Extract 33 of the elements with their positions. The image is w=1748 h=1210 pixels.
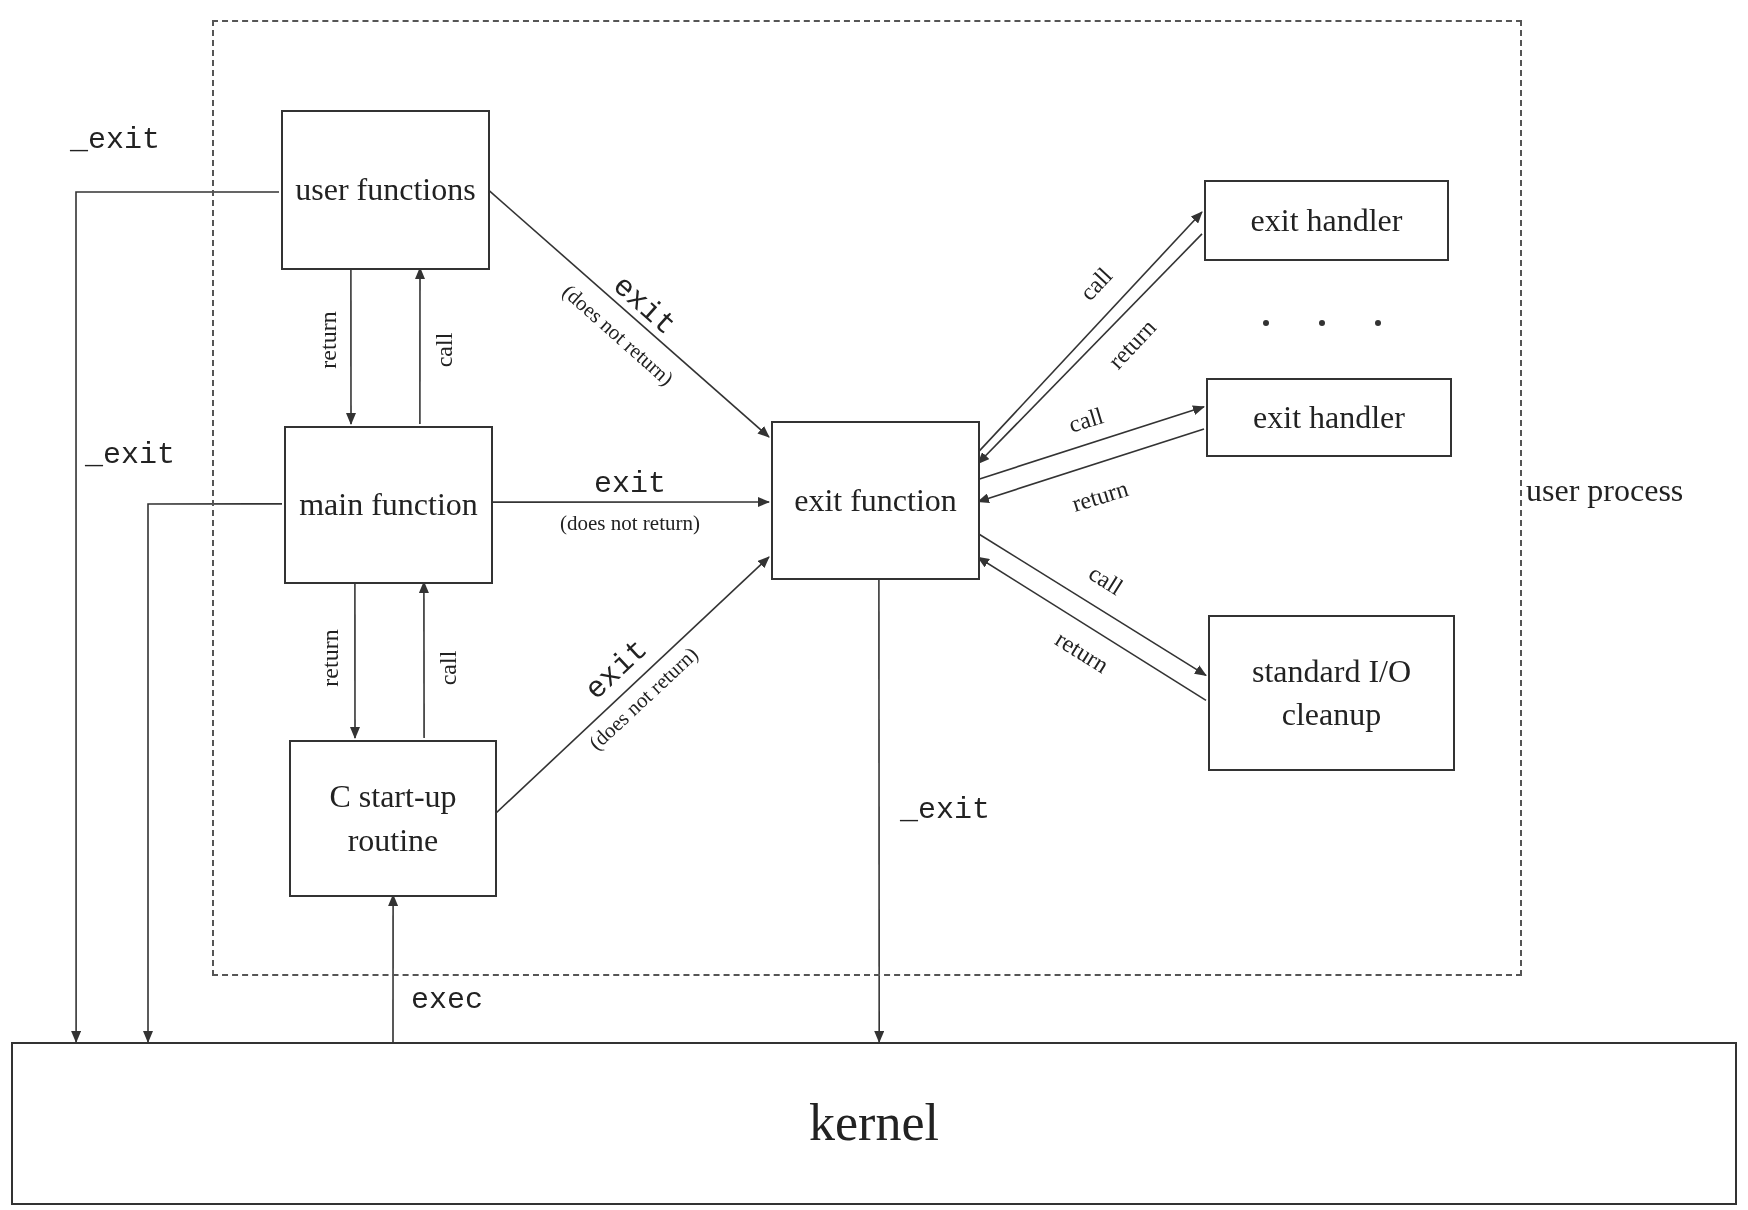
arrow: [71, 191, 280, 1043]
process-box: [1206, 378, 1452, 457]
process-box: [1208, 615, 1455, 771]
edge-label: call: [432, 332, 456, 368]
edge-label: return: [1051, 626, 1113, 678]
edge-label: return: [318, 629, 342, 687]
box-label: exit function: [794, 480, 957, 520]
process-box: [281, 110, 490, 270]
edge-label: call: [1084, 560, 1128, 600]
box-label: exit handler: [1253, 397, 1405, 437]
box-label: main function: [299, 485, 478, 525]
edge-label: _exit: [85, 440, 175, 470]
edge-label: return: [1069, 476, 1131, 516]
box-label: standard I/O cleanup: [1250, 651, 1413, 734]
box-label: user functions: [295, 170, 476, 210]
process-box: [284, 426, 493, 584]
kernel-bar: [11, 1042, 1737, 1205]
edge-label: call: [1075, 263, 1117, 305]
process-box: [289, 740, 497, 897]
edge-label: call: [436, 650, 460, 686]
box-label: exit handler: [1250, 200, 1403, 240]
edge-label: exec: [411, 985, 483, 1015]
boundary-label: user process: [1526, 474, 1684, 506]
edge-label: return: [316, 311, 340, 369]
edge-label: _exit: [70, 125, 160, 155]
process-box: [1204, 180, 1449, 261]
box-label: kernel: [809, 1093, 939, 1154]
edge-label: call: [1065, 403, 1107, 437]
edge-label: exit (does not return): [560, 465, 700, 537]
edge-label: _exit: [900, 795, 990, 825]
box-label: C start-up routine: [328, 777, 458, 860]
process-box: [771, 421, 980, 580]
arrow: [143, 503, 283, 1043]
